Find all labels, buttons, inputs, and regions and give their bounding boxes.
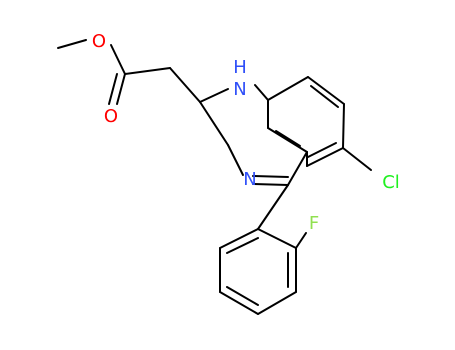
bond-c5a-c9a bbox=[267, 127, 308, 153]
bond-ph-c6-c1-inner bbox=[226, 237, 259, 254]
bond-ch2-c2 bbox=[169, 67, 201, 103]
bond-ph-c4-c5 bbox=[219, 291, 259, 315]
atom-label-h: H bbox=[233, 57, 247, 78]
bond-c3-n4 bbox=[227, 144, 244, 176]
bond-ph-c6-c1 bbox=[219, 228, 259, 249]
bonds bbox=[57, 39, 372, 315]
bond-c9-c8 bbox=[307, 76, 345, 105]
bond-n4-c5-double-1 bbox=[252, 183, 289, 186]
bond-c7-c6-inner bbox=[307, 142, 337, 158]
atom-label-fluorine: F bbox=[309, 213, 319, 234]
atom-label-oxygen-ester: O bbox=[92, 31, 106, 52]
bond-phenyl-f bbox=[295, 232, 307, 249]
bond-c5-c5a bbox=[287, 151, 308, 186]
bond-n1-c9a bbox=[254, 84, 269, 101]
bond-ph-c3-c4 bbox=[257, 291, 297, 315]
bond-n4-c5-double-2 bbox=[252, 175, 289, 178]
bond-c5-phenyl bbox=[257, 184, 289, 230]
bond-c7-c6 bbox=[306, 147, 344, 167]
atom-label-nitrogen-imine: N bbox=[243, 169, 256, 190]
bond-c9a-c9 bbox=[267, 76, 309, 101]
atom-label-chlorine: Cl bbox=[382, 172, 400, 193]
bond-methyl-o bbox=[57, 39, 87, 49]
bond-o-ester-carbon bbox=[110, 44, 126, 75]
bond-carbonyl-double-1 bbox=[116, 73, 126, 105]
atom-label-oxygen-carbonyl: O bbox=[104, 106, 118, 127]
bond-carbonyl-ch2 bbox=[124, 67, 171, 75]
atom-labels: O O H N N Cl F bbox=[92, 31, 400, 234]
bond-carbonyl-double-2 bbox=[108, 73, 118, 105]
bond-c5a-c9a-inner bbox=[275, 130, 301, 147]
bond-c9-c8-inner bbox=[310, 85, 339, 108]
bond-c2-n1 bbox=[199, 88, 229, 103]
bond-c7-cl bbox=[342, 147, 372, 171]
bond-c8-c7 bbox=[342, 103, 345, 149]
bond-ph-c4-c5-inner bbox=[226, 286, 259, 306]
atom-label-nitrogen-nh: N bbox=[233, 79, 246, 100]
bond-ph-c1-c2 bbox=[257, 228, 297, 249]
bond-c2-c3 bbox=[199, 101, 229, 146]
